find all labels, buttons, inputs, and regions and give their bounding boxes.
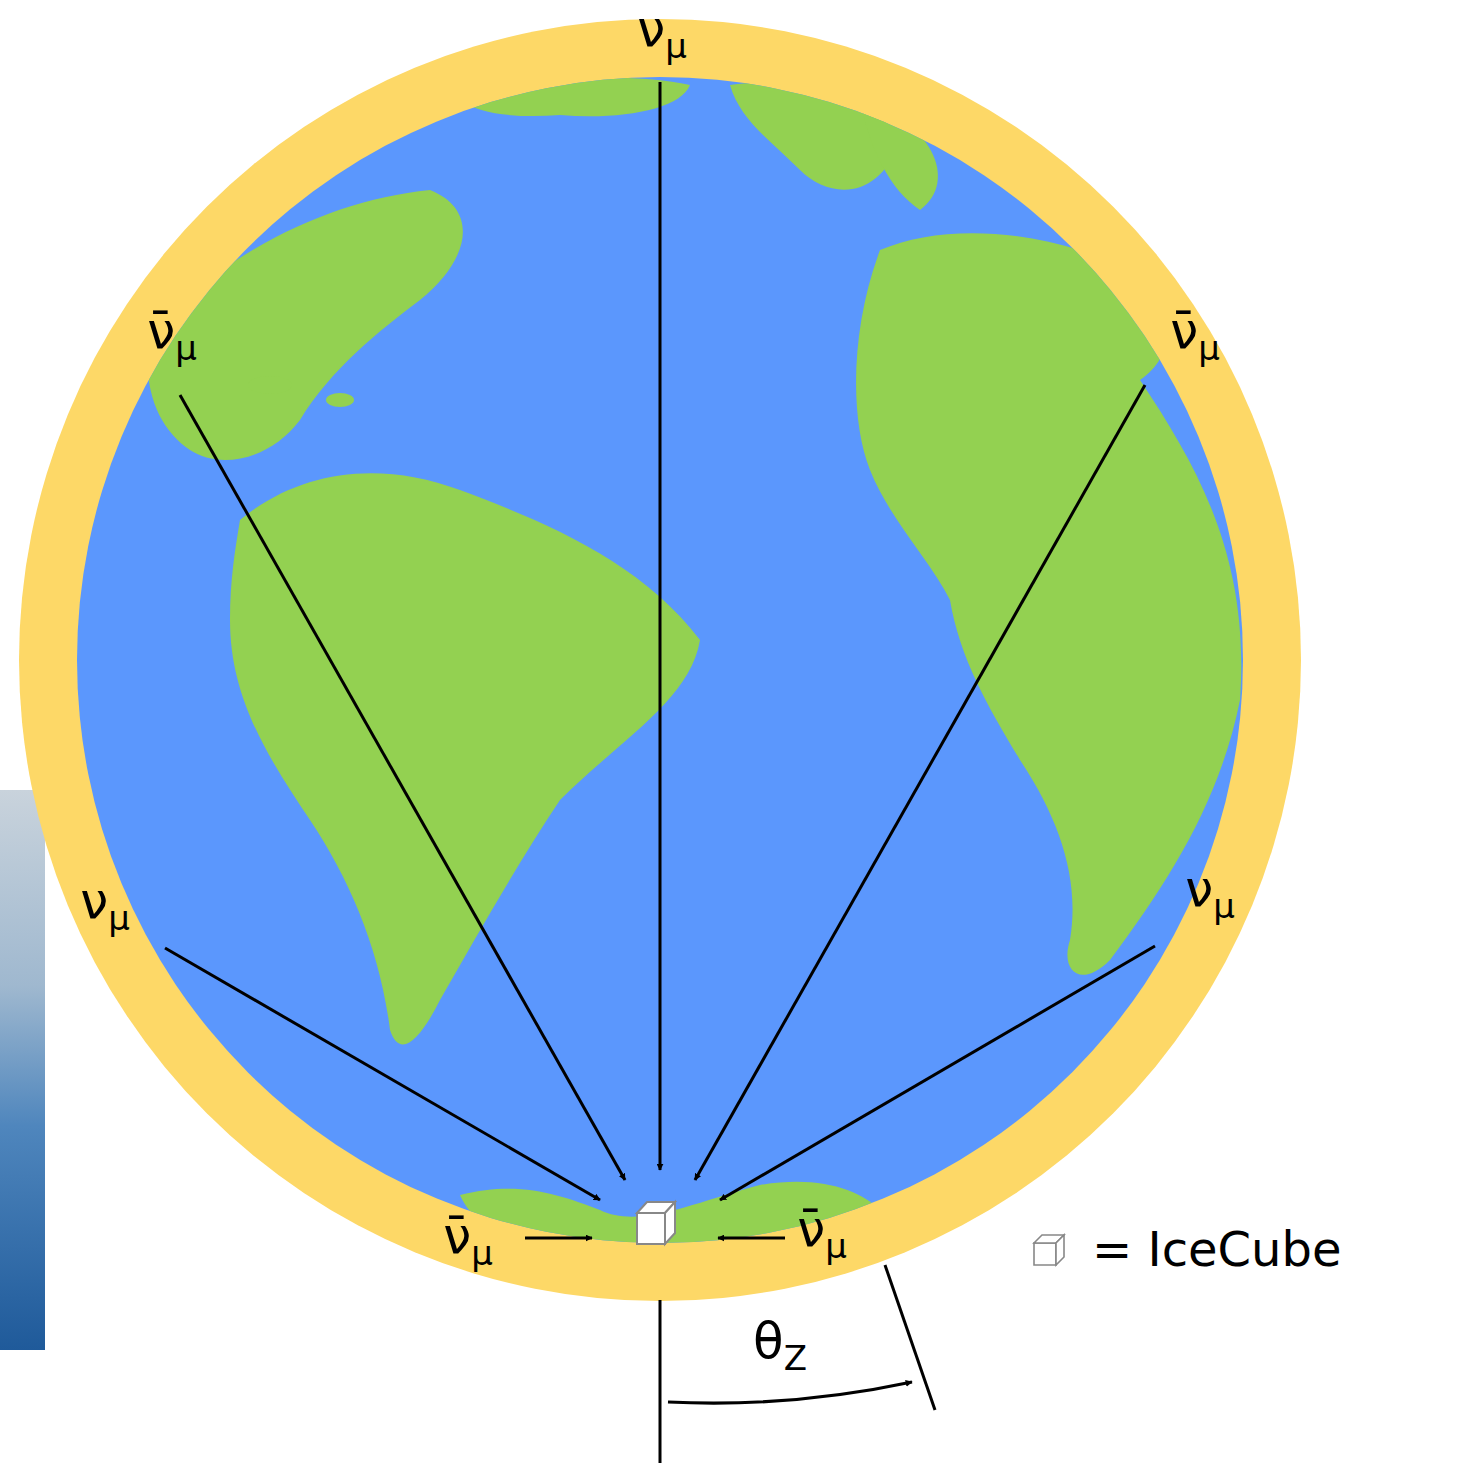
zenith-angle [660, 1265, 935, 1463]
symbol: ν̄ [147, 302, 175, 360]
neutrino-arrows [165, 82, 1155, 1238]
particle-label: νμ [637, 4, 687, 63]
symbol: ν [637, 0, 665, 58]
atmosphere [19, 19, 1301, 1301]
subscript: μ [175, 327, 197, 367]
subscript: μ [665, 26, 687, 66]
subscript: Z [784, 1337, 807, 1377]
subscript: μ [1213, 885, 1235, 925]
particle-label: ν̄μ [443, 1211, 493, 1270]
photo-strip [0, 790, 45, 1350]
symbol: ν̄ [443, 1207, 471, 1265]
symbol: ν̄ [1170, 302, 1198, 360]
particle-label: ν̄μ [1170, 306, 1220, 365]
symbol: ν̄ [797, 1200, 825, 1258]
earth [77, 77, 1243, 1243]
legend-entry: = IceCube [1030, 1225, 1342, 1273]
particle-label: νμ [1185, 864, 1235, 923]
particle-label: νμ [80, 876, 130, 935]
symbol: θ [753, 1312, 784, 1370]
cube-icon [1030, 1231, 1066, 1267]
legend-label: = IceCube [1092, 1225, 1342, 1273]
particle-label: ν̄μ [147, 306, 197, 365]
angle-label: θZ [753, 1316, 807, 1375]
subscript: μ [471, 1232, 493, 1272]
symbol: ν [1185, 860, 1213, 918]
subscript: μ [108, 897, 130, 937]
icecube-cube [637, 1202, 675, 1244]
symbol: ν [80, 872, 108, 930]
subscript: μ [825, 1225, 847, 1265]
continents [147, 78, 1241, 1250]
subscript: μ [1198, 327, 1220, 367]
particle-label: ν̄μ [797, 1204, 847, 1263]
